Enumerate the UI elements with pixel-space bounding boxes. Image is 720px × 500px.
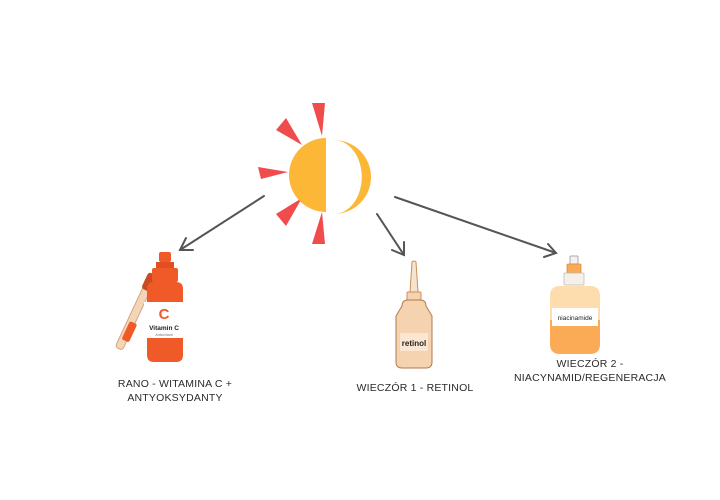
retinol-label-text: retinol — [402, 339, 426, 348]
caption-evening-2: WIECZÓR 2 - NIACYNAMID/REGENERACJA — [513, 358, 666, 384]
vitc-letter: C — [159, 306, 170, 323]
niacinamide-label-text: niacinamide — [558, 315, 593, 322]
caption-evening-1: WIECZÓR 1 - RETINOL — [356, 382, 474, 394]
vitamin-c-serum-bottle-icon: C Vitamin C Antioxidant — [115, 252, 184, 362]
vitc-sublabel: Antioxidant — [155, 333, 172, 337]
sun-moon-icon — [258, 103, 371, 244]
arrow-to-evening-1 — [376, 213, 405, 257]
retinol-bottle-icon: retinol — [395, 260, 433, 369]
sun-rays — [258, 103, 325, 244]
vitc-label — [144, 302, 184, 338]
vitc-label-text: Vitamin C — [149, 325, 179, 332]
niacinamide-bottle-icon: niacinamide — [550, 255, 600, 354]
moon-crescent — [334, 140, 371, 214]
niacinamide-label — [552, 308, 598, 326]
caption-morning: RANO - WITAMINA C + ANTYOKSYDANTY — [117, 378, 233, 404]
retinol-label — [400, 333, 428, 351]
arrow-to-morning — [178, 195, 265, 251]
sun-half — [289, 138, 326, 212]
arrows — [178, 195, 558, 258]
arrow-to-evening-2 — [394, 196, 558, 258]
